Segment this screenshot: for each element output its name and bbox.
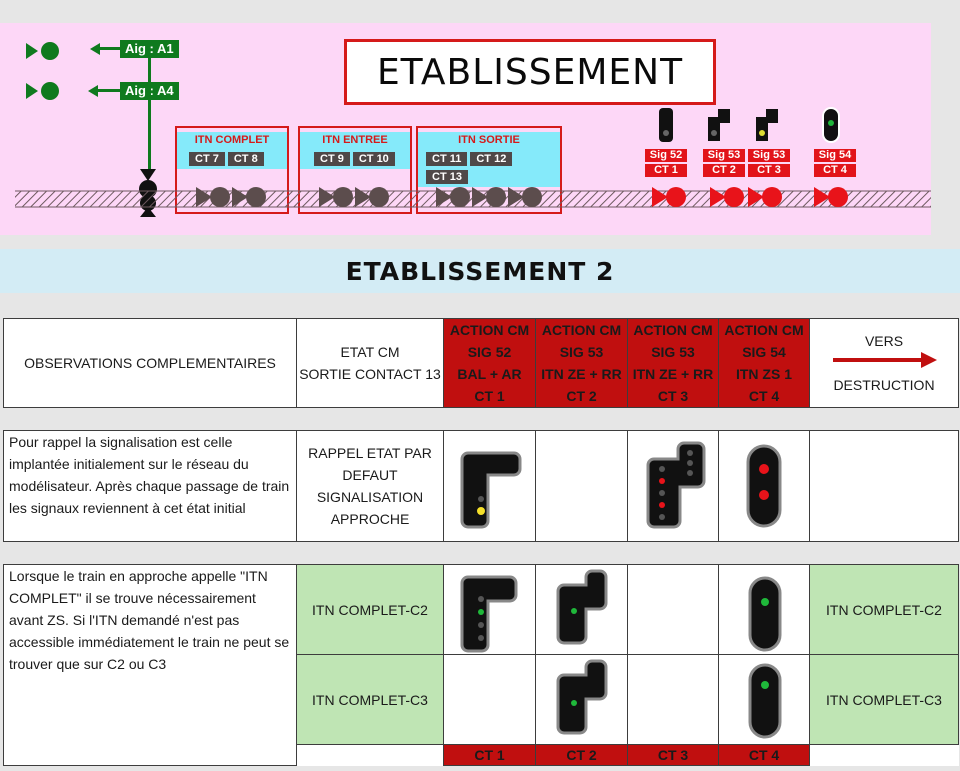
- footer-ct4: CT 4: [718, 744, 810, 766]
- rappel-table: Pour rappel la signalisation est celle i…: [3, 430, 959, 542]
- ct-tag: CT 7: [189, 152, 225, 166]
- itn-c3-ct3-empty: [627, 654, 719, 745]
- itn-complet-label: ITN COMPLET: [177, 132, 287, 148]
- ct-tag: CT 12: [470, 152, 513, 166]
- itn-sortie-contacts-icon: [436, 187, 542, 207]
- itn-c2-etat: ITN COMPLET-C2: [296, 564, 444, 655]
- itn-c3-ct2-signal: [535, 654, 628, 745]
- sig52-head-icon: [659, 108, 673, 142]
- signal-zs-red-icon: [746, 444, 782, 528]
- observations-header: OBSERVATIONS COMPLEMENTAIRES: [3, 318, 297, 408]
- vers-destruction-header: VERS DESTRUCTION: [809, 318, 959, 408]
- section-title: ETABLISSEMENT 2: [0, 249, 960, 293]
- arrow-a4-icon: [88, 85, 98, 97]
- itn-c3-etat: ITN COMPLET-C3: [296, 654, 444, 745]
- footer-ct3: CT 3: [627, 744, 719, 766]
- itn-c2-ct2-signal: [535, 564, 628, 655]
- sig53b-head-icon: [756, 109, 778, 141]
- diagram-title: ETABLISSEMENT: [344, 39, 716, 105]
- itn-c2-ct4-signal: [718, 564, 810, 655]
- itn-c2-ct1-signal: [443, 564, 536, 655]
- ct-tag: CT 13: [426, 170, 468, 184]
- aiguille-a1-label: Aig : A1: [120, 40, 179, 58]
- signal-red-red-icon: [646, 441, 706, 529]
- sig53-head-icon: [708, 109, 730, 141]
- itn-entree-contacts-icon: [319, 187, 389, 207]
- track-diagram: Aig : A1 Aig : A4 ETABLISSEMENT ITN COMP…: [0, 23, 931, 235]
- itn-c3-ct1-empty: [443, 654, 536, 745]
- rappel-ct4-signal: [718, 430, 810, 542]
- arrow-right-icon: [833, 352, 937, 368]
- rappel-destruction-empty: [809, 430, 959, 542]
- signal-zs-green-icon: [748, 663, 782, 739]
- signal-yellow-icon: [460, 451, 522, 529]
- itn-complet-contacts-icon: [196, 187, 266, 207]
- itn-c3-destruction: ITN COMPLET-C3: [809, 654, 959, 745]
- signal-green-icon: [556, 569, 608, 645]
- arrow-a1-icon: [90, 43, 100, 55]
- signal-zs-green-icon: [748, 576, 782, 652]
- footer-ct2: CT 2: [535, 744, 628, 766]
- itn-sortie-label: ITN SORTIE: [418, 132, 560, 148]
- signal-contacts-icon: [652, 187, 848, 207]
- itn-c2-ct3-empty: [627, 564, 719, 655]
- sig54-head-icon: [822, 107, 840, 143]
- aiguille-signals-icon: [26, 42, 59, 100]
- itn-entree-label: ITN ENTREE: [300, 132, 410, 148]
- rappel-ct1-signal: [443, 430, 536, 542]
- ct-tag: CT 10: [352, 152, 395, 166]
- rappel-observation: Pour rappel la signalisation est celle i…: [3, 430, 297, 542]
- ct-tag: CT 8: [227, 152, 264, 166]
- footer-ct1: CT 1: [443, 744, 536, 766]
- rappel-ct2-empty: [535, 430, 628, 542]
- itn-observation: Lorsque le train en approche appelle "IT…: [3, 564, 297, 766]
- ct-tag: CT 11: [426, 152, 468, 166]
- signal-green-icon: [460, 575, 518, 653]
- signal-green-icon: [556, 659, 608, 735]
- itn-c2-destruction: ITN COMPLET-C2: [809, 564, 959, 655]
- ct-tag: CT 9: [314, 152, 350, 166]
- itn-complet-table: Lorsque le train en approche appelle "IT…: [3, 564, 959, 766]
- itn-c3-ct4-signal: [718, 654, 810, 745]
- rappel-ct3-signal: [627, 430, 719, 542]
